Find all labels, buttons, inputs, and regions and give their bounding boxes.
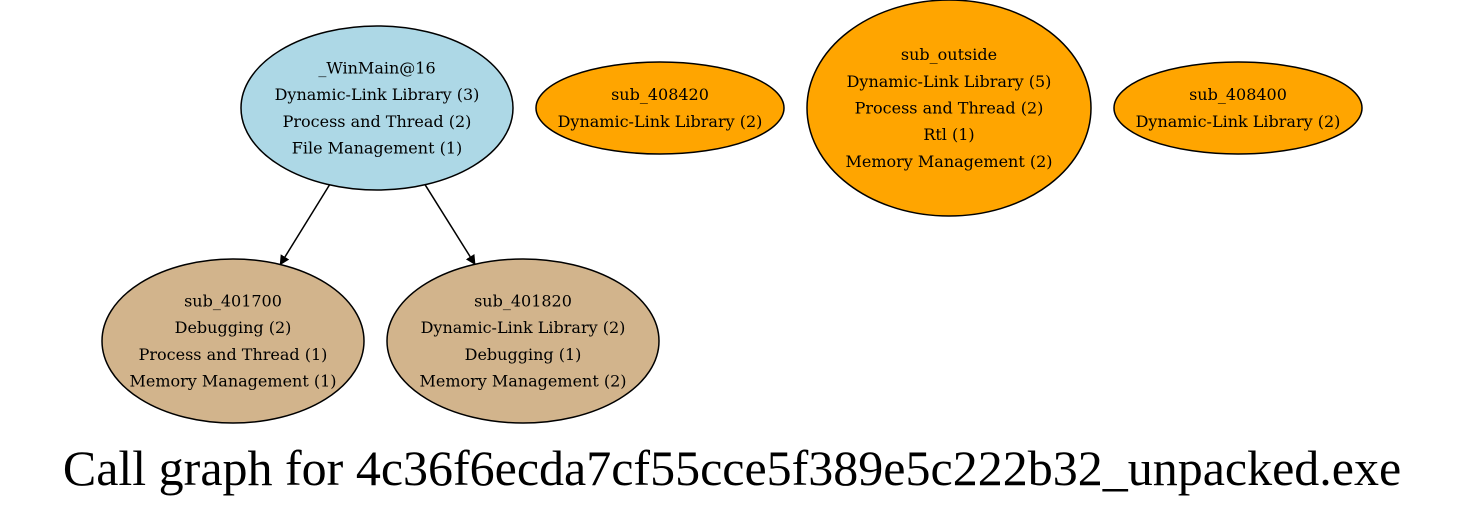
node-api-category: Memory Management (2) — [845, 152, 1052, 171]
node-api-category: Rtl (1) — [923, 125, 974, 144]
edge-winmain-to-sub_401700 — [279, 184, 331, 266]
node-api-category: Debugging (1) — [465, 345, 582, 364]
node-api-category: Process and Thread (1) — [139, 345, 328, 364]
node-api-category: Process and Thread (2) — [283, 112, 472, 131]
edges-layer — [279, 184, 476, 266]
edge-winmain-to-sub_401820 — [424, 184, 476, 266]
node-api-category: Dynamic-Link Library (3) — [275, 85, 480, 104]
node-shape — [1113, 61, 1363, 155]
node-api-category: Memory Management (1) — [129, 372, 336, 391]
node-title: _WinMain@16 — [318, 58, 435, 77]
node-shape — [240, 25, 514, 191]
node-title: sub_408420 — [611, 85, 709, 104]
node-api-category: File Management (1) — [292, 139, 463, 158]
node-shape — [386, 258, 660, 424]
node-title: sub_outside — [901, 45, 997, 64]
node-api-category: Dynamic-Link Library (2) — [1136, 112, 1341, 131]
node-shape — [806, 0, 1092, 217]
node-api-category: Memory Management (2) — [419, 372, 626, 391]
node-title: sub_408400 — [1189, 85, 1287, 104]
node-api-category: Dynamic-Link Library (2) — [421, 318, 626, 337]
node-api-category: Dynamic-Link Library (2) — [558, 112, 763, 131]
node-shape — [535, 61, 785, 155]
node-shape — [101, 258, 365, 424]
graph-caption: Call graph for 4c36f6ecda7cf55cce5f389e5… — [63, 440, 1401, 496]
node-api-category: Process and Thread (2) — [855, 99, 1044, 118]
node-api-category: Debugging (2) — [175, 318, 292, 337]
node-title: sub_401820 — [474, 291, 572, 310]
node-api-category: Dynamic-Link Library (5) — [847, 72, 1052, 91]
node-title: sub_401700 — [184, 291, 282, 310]
